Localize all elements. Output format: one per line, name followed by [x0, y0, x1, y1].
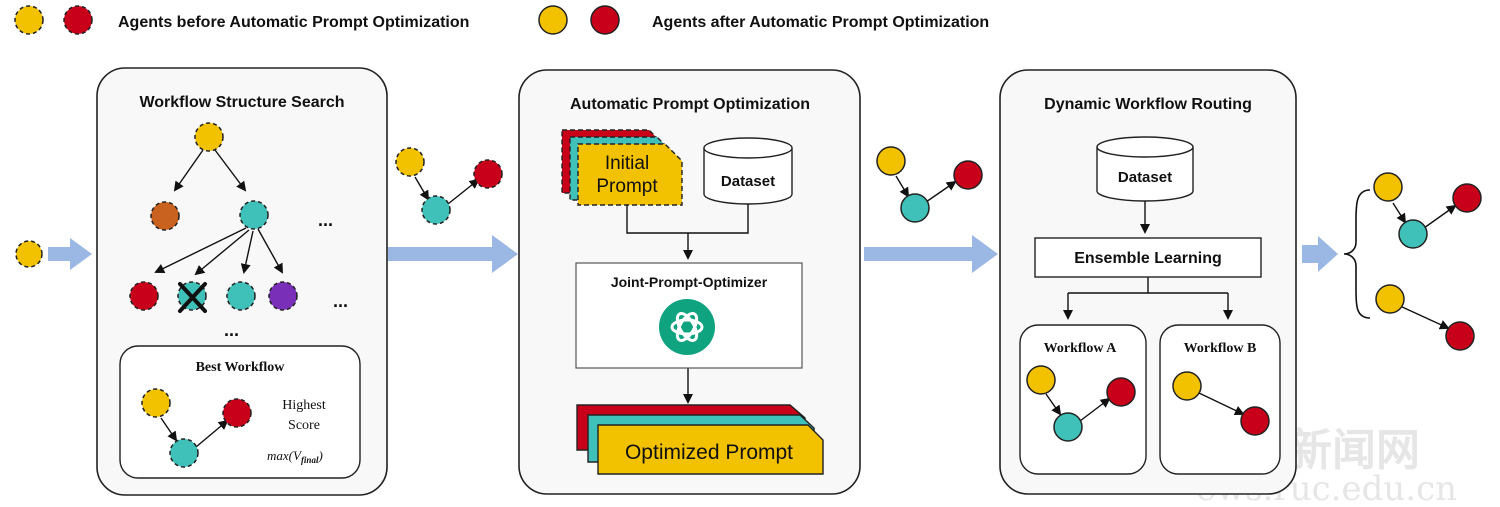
best-red-agent — [222, 398, 252, 428]
input-agent — [15, 240, 43, 268]
best-teal-agent — [169, 438, 199, 468]
openai-logo-icon — [659, 299, 715, 355]
workflow-a-red-agent — [1106, 377, 1136, 407]
workflow-a-teal-agent — [1053, 412, 1083, 442]
legend-after-yellow-agent — [538, 5, 568, 35]
routing-connectors — [1063, 201, 1233, 320]
transition1-teal-agent — [421, 195, 451, 225]
tree-orange-agent — [150, 201, 180, 231]
tree-ellipsis-3: ... — [224, 320, 239, 340]
joint-prompt-optimizer-label: Joint-Prompt-Optimizer — [611, 274, 768, 290]
transition2-teal-agent — [900, 193, 930, 223]
tree-teal-agent — [239, 200, 269, 230]
tree-teal-agent-2 — [226, 281, 256, 311]
output-1-red-agent — [1452, 183, 1482, 213]
flow-arrow-input — [48, 238, 92, 270]
legend-after-label: Agents after Automatic Prompt Optimizati… — [652, 14, 989, 31]
workflow-b-yellow-agent — [1172, 371, 1202, 401]
transition-workflow-2 — [876, 146, 983, 223]
flow-arrow-1 — [388, 235, 518, 273]
highest-score-line1: Highest — [282, 398, 326, 413]
optimized-prompt-label: Optimized Prompt — [625, 441, 793, 464]
dataset-cylinder-2: Dataset — [703, 137, 793, 205]
flow-arrows — [48, 235, 1338, 273]
flow-arrow-2 — [864, 235, 998, 273]
workflow-a-box — [1019, 324, 1147, 475]
panel3-title: Dynamic Workflow Routing — [1044, 96, 1252, 113]
best-yellow-agent — [141, 388, 171, 418]
panel-workflow-structure-search: Workflow Structure Search ... ... ... Be… — [96, 67, 388, 496]
ensemble-learning-label: Ensemble Learning — [1074, 250, 1222, 267]
highest-score-line2: Score — [288, 418, 320, 433]
initial-prompt-line1: Initial — [605, 153, 649, 174]
panel1-title: Workflow Structure Search — [139, 94, 344, 111]
output-1-teal-agent — [1398, 219, 1428, 249]
tree-purple-agent — [268, 281, 298, 311]
legend: Agents before Automatic Prompt Optimizat… — [14, 5, 989, 35]
initial-prompt-stack: Initial Prompt — [561, 129, 683, 206]
dataset-label-3: Dataset — [1118, 169, 1172, 186]
panel2-title: Automatic Prompt Optimization — [570, 96, 810, 113]
workflow-b-label: Workflow B — [1184, 341, 1257, 356]
output-1-yellow-agent — [1373, 172, 1403, 202]
optimizer-connectors — [626, 204, 749, 404]
ensemble-learning-box — [1034, 237, 1262, 278]
tree-ellipsis-2: ... — [333, 291, 348, 311]
legend-before-label: Agents before Automatic Prompt Optimizat… — [118, 14, 469, 31]
score-formula: max(Vfinal) — [267, 448, 323, 465]
transition-workflow-1 — [395, 147, 503, 225]
panel-automatic-prompt-optimization: Automatic Prompt Optimization Initial Pr… — [518, 69, 861, 495]
pruned-cross-icon — [178, 282, 207, 313]
output-2-red-agent — [1445, 321, 1475, 351]
workflow-b-red-agent — [1240, 406, 1270, 436]
tree-red-agent — [129, 281, 159, 311]
initial-prompt-line2: Prompt — [596, 176, 658, 197]
workflow-a-yellow-agent — [1026, 365, 1056, 395]
flow-arrow-3 — [1302, 236, 1338, 272]
transition2-yellow-agent — [876, 146, 906, 176]
dataset-cylinder-3: Dataset — [1096, 136, 1194, 202]
tree-root-agent — [194, 122, 224, 152]
legend-before-yellow-agent — [14, 5, 44, 35]
output-2-yellow-agent — [1375, 284, 1405, 314]
panel-dynamic-workflow-routing: Dynamic Workflow Routing Dataset Ensembl… — [999, 69, 1297, 495]
transition2-red-agent — [953, 160, 983, 190]
optimized-prompt-stack: Optimized Prompt — [576, 404, 824, 475]
search-tree-edges — [154, 149, 283, 276]
dataset-label-2: Dataset — [721, 173, 775, 190]
workflow-b-box — [1159, 324, 1281, 475]
tree-ellipsis-1: ... — [318, 210, 333, 230]
output-brace — [1343, 189, 1371, 319]
legend-before-red-agent — [63, 5, 93, 35]
transition1-yellow-agent — [395, 147, 425, 177]
transition1-red-agent — [473, 159, 503, 189]
legend-after-red-agent — [590, 5, 620, 35]
best-workflow-title: Best Workflow — [196, 360, 286, 375]
workflow-a-label: Workflow A — [1044, 341, 1118, 356]
output-workflows — [1343, 172, 1482, 351]
